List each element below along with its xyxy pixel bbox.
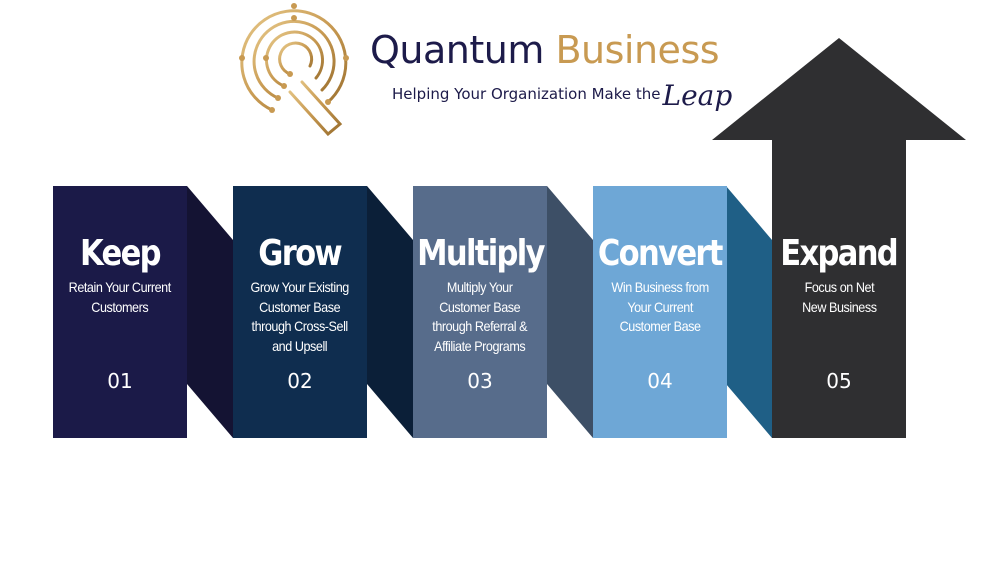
step-4-panel <box>593 186 727 438</box>
step-number: 03 <box>467 369 493 393</box>
step-description: Retain Your Current Customers <box>68 279 172 315</box>
brand-name-part2: Business <box>555 28 720 72</box>
step-title: Convert <box>598 233 723 274</box>
step-number: 01 <box>107 369 133 393</box>
step-keep: Keep Retain Your Current Customers 01 <box>53 186 187 438</box>
step-description: Grow Your Existing Customer Base through… <box>250 279 350 354</box>
step-1-connector <box>187 186 233 438</box>
step-title: Multiply <box>416 233 545 274</box>
brand-name: Quantum Business <box>370 28 720 72</box>
step-2-connector <box>367 186 413 438</box>
step-1-panel <box>53 186 187 438</box>
step-number: 02 <box>287 369 313 393</box>
step-convert: Convert Win Business from Your Current C… <box>593 186 727 438</box>
step-title: Keep <box>80 233 161 274</box>
step-2-panel <box>233 186 367 438</box>
step-3-panel <box>413 186 547 438</box>
step-5-up-arrow <box>712 38 966 438</box>
step-number: 04 <box>647 369 673 393</box>
step-description: Focus on Net New Business <box>801 279 877 315</box>
step-number: 05 <box>826 369 852 393</box>
step-4-connector <box>726 186 772 438</box>
brand-tagline: Helping Your Organization Make theLeap <box>392 80 732 110</box>
step-description: Win Business from Your Current Customer … <box>611 279 709 334</box>
step-description: Multiply Your Customer Base through Refe… <box>432 279 528 354</box>
tagline-text: Helping Your Organization Make the <box>392 85 661 103</box>
step-multiply: Multiply Multiply Your Customer Base thr… <box>413 186 547 438</box>
tagline-script-word: Leap <box>662 79 733 112</box>
step-title: Expand <box>780 233 899 274</box>
step-expand: Expand Focus on Net New Business 05 <box>772 186 906 438</box>
step-title: Grow <box>258 233 343 274</box>
brand-name-part1: Quantum <box>370 28 544 72</box>
quantum-logo-icon <box>239 3 349 136</box>
step-grow: Grow Grow Your Existing Customer Base th… <box>233 186 367 438</box>
step-3-connector <box>547 186 593 438</box>
